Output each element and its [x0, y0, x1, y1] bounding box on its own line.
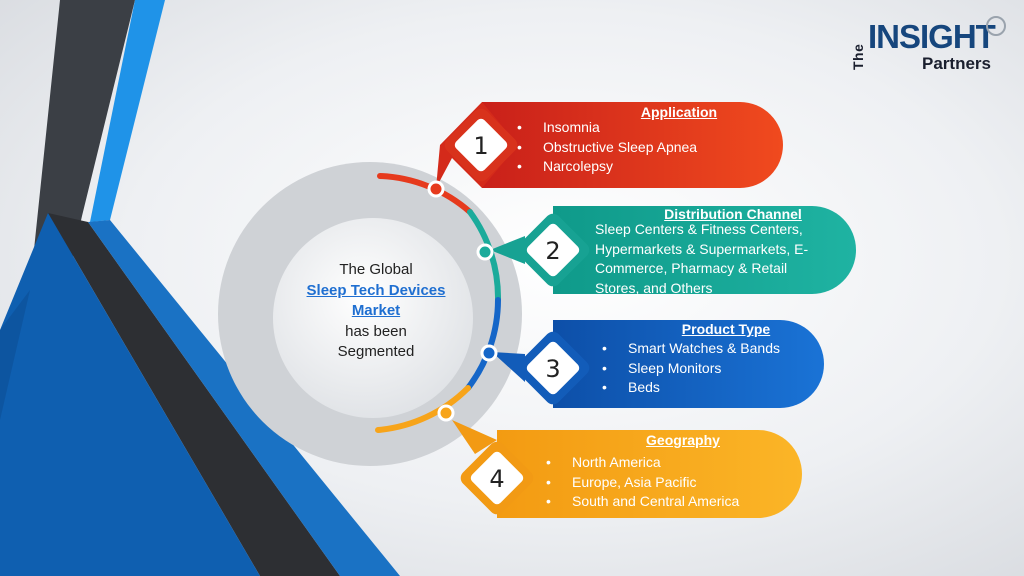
segment-number-4: 4	[489, 465, 505, 493]
list-item: Sleep Monitors	[602, 359, 780, 379]
logo-the-text: The	[850, 43, 866, 70]
segment-number-1: 1	[473, 132, 489, 160]
list-item: Insomnia	[517, 118, 697, 138]
magnifier-icon	[986, 16, 1006, 36]
list-item: Narcolepsy	[517, 157, 697, 177]
center-line4: Segmented	[337, 343, 415, 360]
logo-insight-text: INSIGHT	[868, 18, 996, 55]
segment-title-distribution-channel: Distribution Channel	[664, 206, 802, 222]
product-type-list: Smart Watches & Bands Sleep Monitors Bed…	[602, 339, 780, 398]
geography-list: North America Europe, Asia Pacific South…	[546, 453, 739, 512]
segment-title-application: Application	[640, 104, 718, 120]
center-caption: The Global Sleep Tech Devices Market has…	[296, 260, 456, 363]
logo-partners-text: Partners	[922, 54, 991, 73]
center-line3: has been	[345, 322, 407, 340]
center-ring	[218, 162, 522, 466]
segment-number-3: 3	[545, 355, 561, 383]
list-item: Europe, Asia Pacific	[546, 473, 739, 493]
list-item: Obstructive Sleep Apnea	[517, 138, 697, 158]
insight-partners-logo: The INSIGHT Partners	[850, 14, 1020, 76]
application-list: Insomnia Obstructive Sleep Apnea Narcole…	[517, 118, 697, 177]
distribution-channel-text: Sleep Centers & Fitness Centers, Hyperma…	[595, 221, 809, 296]
list-item: South and Central America	[546, 492, 739, 512]
list-item: Smart Watches & Bands	[602, 339, 780, 359]
segment-title-geography: Geography	[646, 432, 720, 448]
list-item: North America	[546, 453, 739, 473]
market-name-link[interactable]: Sleep Tech Devices Market	[306, 281, 446, 320]
segment-number-2: 2	[545, 237, 561, 265]
list-item: Beds	[602, 378, 780, 398]
segment-title-product-type: Product Type	[681, 321, 771, 337]
panel-distribution	[476, 206, 856, 294]
center-line1: The Global	[339, 261, 413, 278]
